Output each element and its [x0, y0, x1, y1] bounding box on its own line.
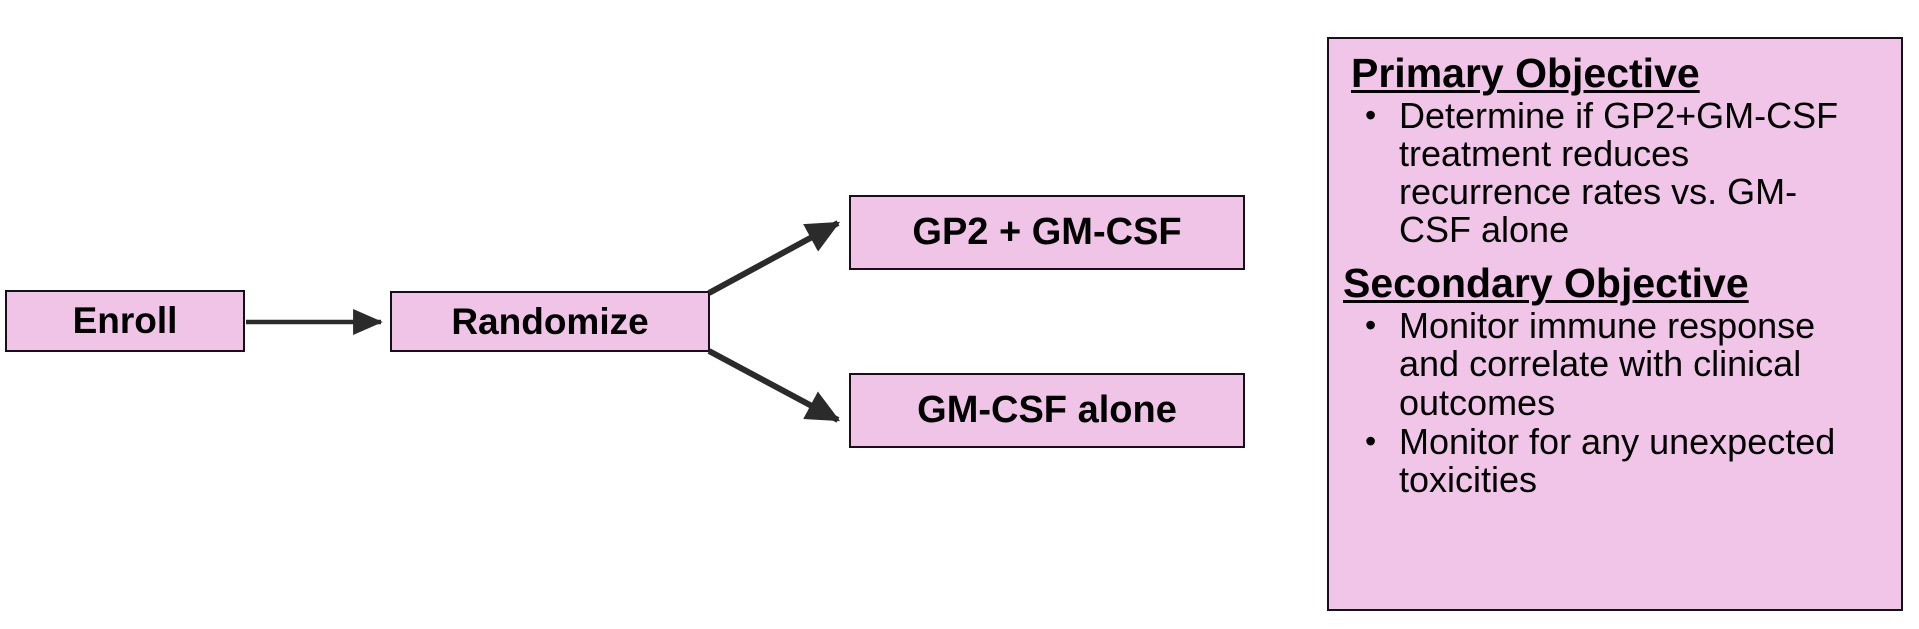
objectives-panel: Primary Objective • Determine if GP2+GM-…	[1327, 37, 1903, 611]
flow-node-randomize-label: Randomize	[451, 300, 649, 342]
secondary-objective-heading: Secondary Objective	[1343, 260, 1749, 307]
bullet-icon: •	[1365, 307, 1377, 344]
arrow-randomize-to-gm-csf-alone	[707, 348, 841, 423]
flow-node-gp2-gm-csf[interactable]: GP2 + GM-CSF	[849, 195, 1245, 270]
secondary-objective-bullets: • Monitor immune response and correlate …	[1339, 307, 1891, 499]
trial-flow-diagram: Enroll Randomize GP2 + GM-CSF GM-CSF alo…	[5, 195, 1245, 448]
list-item: • Determine if GP2+GM-CSF treatment redu…	[1339, 94, 1891, 251]
bullet-icon: •	[1365, 422, 1377, 459]
list-item-text: Monitor for any unexpected toxicities	[1399, 420, 1836, 500]
list-item: • Monitor for any unexpected toxicities	[1339, 420, 1891, 500]
flow-node-enroll[interactable]: Enroll	[5, 290, 245, 352]
flow-node-gp2-gm-csf-label: GP2 + GM-CSF	[912, 211, 1182, 253]
primary-objective-heading: Primary Objective	[1351, 50, 1700, 96]
list-item-text: Determine if GP2+GM-CSF treatment reduce…	[1399, 94, 1839, 251]
flow-node-gm-csf-alone-label: GM-CSF alone	[917, 389, 1177, 431]
flow-node-gm-csf-alone[interactable]: GM-CSF alone	[849, 373, 1245, 448]
arrow-randomize-to-gp2-gm-csf	[707, 220, 841, 296]
list-item: • Monitor immune response and correlate …	[1339, 305, 1891, 423]
flow-node-randomize[interactable]: Randomize	[390, 291, 710, 352]
primary-objective-bullets: • Determine if GP2+GM-CSF treatment redu…	[1339, 94, 1891, 251]
flow-node-enroll-label: Enroll	[72, 300, 178, 341]
bullet-icon: •	[1365, 96, 1377, 133]
list-item-text: Monitor immune response and correlate wi…	[1399, 305, 1816, 423]
